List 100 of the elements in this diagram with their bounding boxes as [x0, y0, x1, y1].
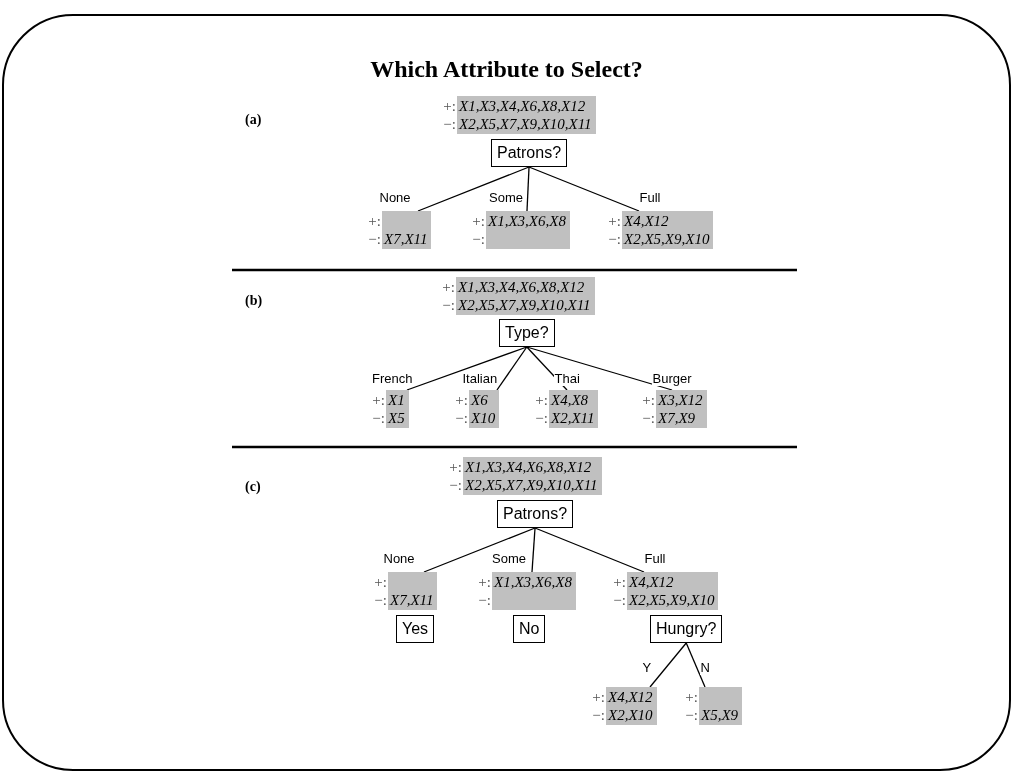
example-set-box: [382, 211, 432, 249]
example-list: X1,X3,X6,X8: [494, 574, 572, 590]
class-prefix: −:: [472, 230, 485, 248]
example-set-box: [549, 390, 599, 428]
class-prefix: −:: [374, 591, 387, 609]
example-list: X2,X5,X7,X9,X10,X11: [458, 297, 591, 313]
branch-line: [685, 642, 706, 688]
class-prefix: −:: [368, 230, 381, 248]
example-list: X5: [388, 410, 405, 426]
example-list: X1: [388, 392, 405, 408]
edge-label: Some: [491, 551, 527, 566]
example-list: X4,X12: [629, 574, 674, 590]
class-prefix: −:: [685, 706, 698, 724]
class-prefix: +:: [372, 391, 385, 409]
class-prefix: −:: [443, 115, 456, 133]
panel-label: (b): [245, 293, 263, 309]
example-list: X4,X8: [551, 392, 589, 408]
example-list: X2,X5,X9,X10: [624, 231, 710, 247]
class-prefix: +:: [374, 573, 387, 591]
branch-line: [417, 166, 530, 212]
example-set-box: [456, 277, 595, 315]
example-list: X4,X12: [608, 689, 653, 705]
example-list: X1,X3,X4,X6,X8,X12: [465, 459, 592, 475]
example-list: X1,X3,X4,X6,X8,X12: [459, 98, 586, 114]
class-prefix: −:: [613, 591, 626, 609]
example-set-box: [457, 96, 596, 134]
edge-label: None: [378, 190, 412, 205]
class-prefix: +:: [443, 97, 456, 115]
class-prefix: +:: [478, 573, 491, 591]
class-prefix: −:: [449, 476, 462, 494]
class-prefix: −:: [642, 409, 655, 427]
class-prefix: +:: [472, 212, 485, 230]
edge-label: Some: [488, 190, 524, 205]
class-prefix: −:: [455, 409, 468, 427]
example-list: X2,X11: [551, 410, 595, 426]
example-set-box: [627, 572, 719, 610]
attribute-box: Patrons?: [497, 500, 574, 528]
branch-line: [496, 346, 528, 391]
example-list: X1,X3,X4,X6,X8,X12: [458, 279, 585, 295]
class-prefix: +:: [642, 391, 655, 409]
attribute-box: Type?: [499, 319, 555, 347]
example-list: X7,X11: [384, 231, 428, 247]
class-prefix: +:: [613, 573, 626, 591]
example-list: X6: [471, 392, 488, 408]
edge-label: Y: [641, 660, 653, 675]
class-prefix: +:: [368, 212, 381, 230]
class-prefix: −:: [442, 296, 455, 314]
branch-line: [528, 166, 640, 212]
panel-label: (a): [245, 112, 262, 128]
class-prefix: +:: [535, 391, 548, 409]
branch-line: [526, 346, 673, 391]
branch-line: [406, 346, 528, 391]
branch-line: [526, 166, 530, 212]
branch-line: [534, 527, 645, 573]
example-set-box: [388, 572, 438, 610]
example-set-box: [386, 390, 409, 428]
class-prefix: +:: [449, 458, 462, 476]
edge-label: Full: [638, 190, 662, 205]
example-list: X2,X10: [608, 707, 653, 723]
attribute-box: No: [513, 615, 546, 643]
edge-label: Full: [643, 551, 667, 566]
example-list: X2,X5,X7,X9,X10,X11: [459, 116, 592, 132]
example-set-box: [463, 457, 602, 495]
class-prefix: +:: [442, 278, 455, 296]
class-prefix: +:: [608, 212, 621, 230]
edge-label: Burger: [651, 371, 693, 386]
edge-label: None: [382, 551, 416, 566]
example-list: X4,X12: [624, 213, 669, 229]
class-prefix: −:: [535, 409, 548, 427]
class-prefix: −:: [372, 409, 385, 427]
example-list: X7,X11: [390, 592, 434, 608]
class-prefix: −:: [608, 230, 621, 248]
edge-label: Italian: [461, 371, 499, 386]
example-set-box: [486, 211, 570, 249]
edge-label: N: [699, 660, 711, 675]
example-set-box: [492, 572, 576, 610]
example-set-box: [699, 687, 743, 725]
branch-line: [423, 527, 536, 573]
class-prefix: −:: [592, 706, 605, 724]
example-list: X1,X3,X6,X8: [488, 213, 566, 229]
class-prefix: −:: [478, 591, 491, 609]
example-list: X5,X9: [701, 707, 739, 723]
branch-line: [531, 527, 536, 573]
slide-title: Which Attribute to Select?: [369, 56, 644, 83]
edge-label: Thai: [553, 371, 581, 386]
attribute-box: Patrons?: [491, 139, 568, 167]
example-list: X10: [471, 410, 496, 426]
class-prefix: +:: [455, 391, 468, 409]
attribute-box: Yes: [396, 615, 435, 643]
example-set-box: [622, 211, 714, 249]
example-set-box: [469, 390, 500, 428]
attribute-box: Hungry?: [650, 615, 723, 643]
example-list: X3,X12: [658, 392, 703, 408]
example-list: X7,X9: [658, 410, 696, 426]
example-set-box: [606, 687, 657, 725]
example-set-box: [656, 390, 707, 428]
panel-label: (c): [245, 479, 261, 495]
class-prefix: +:: [685, 688, 698, 706]
example-list: X2,X5,X9,X10: [629, 592, 715, 608]
example-list: X2,X5,X7,X9,X10,X11: [465, 477, 598, 493]
